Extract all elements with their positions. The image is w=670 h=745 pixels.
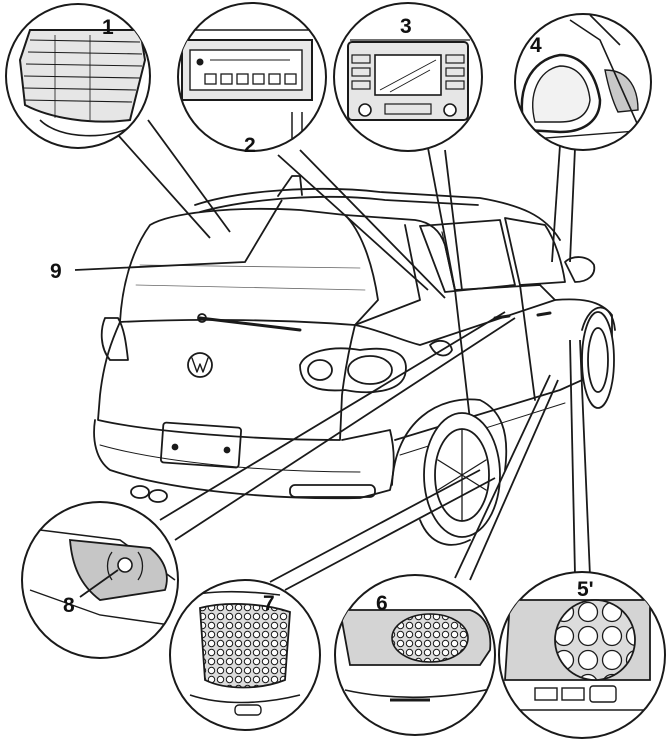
callout-3-label: 3: [400, 15, 412, 38]
door-mirror: [564, 256, 596, 283]
callout-6-circle: 6: [334, 574, 496, 736]
callout-6-label: 6: [376, 592, 388, 615]
callout-5-label: 5': [577, 578, 594, 601]
front-wheel: [581, 311, 615, 409]
callout-1-label: 1: [102, 16, 114, 39]
vw-badge: [187, 352, 213, 378]
callout-7-circle: 7: [169, 579, 321, 731]
callout-8-label: 8: [63, 594, 75, 617]
callout-4-circle: 4: [514, 13, 652, 151]
roof-antenna: [277, 175, 303, 197]
callout-9-label: 9: [50, 260, 62, 283]
callout-2-label: 2: [244, 134, 256, 157]
callout-8-circle: 8: [21, 501, 179, 659]
vehicle-drawing: [93, 175, 616, 546]
callout-2-circle: 2: [177, 2, 327, 157]
callout-5-circle: 5': [498, 571, 666, 739]
license-plate: [159, 421, 242, 469]
callout-3-circle: 3: [333, 2, 483, 152]
callout-7-label: 7: [263, 592, 275, 615]
callout-1-circle: 1: [5, 3, 151, 149]
leader-lines: [74, 119, 591, 591]
callout-4-label: 4: [530, 34, 542, 57]
